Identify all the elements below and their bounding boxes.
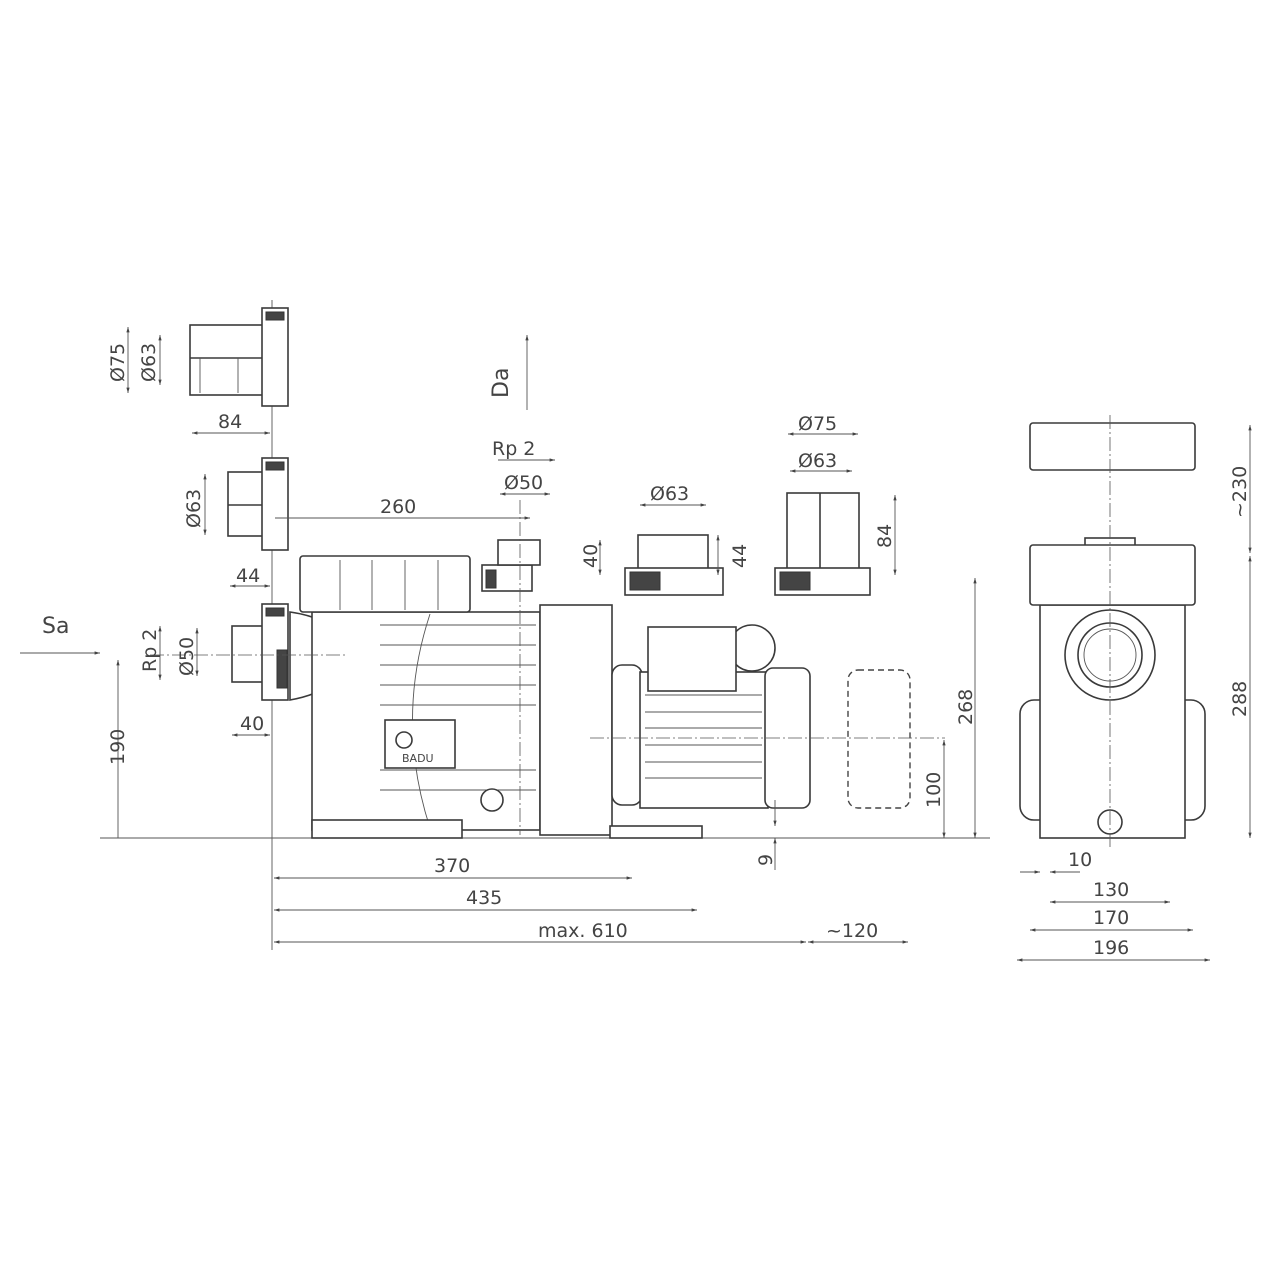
label-width-196: 196: [1093, 937, 1129, 959]
front-lid: [1029, 544, 1196, 606]
dimension-lines: [20, 327, 1252, 962]
label-overall-height: 268: [955, 689, 977, 725]
label-discharge-height: 40: [580, 544, 602, 568]
rear-foot: [609, 825, 703, 839]
label-discharge-union-75-outer: Ø75: [798, 413, 837, 435]
label-suction-thread-diameter: Ø50: [176, 637, 198, 676]
label-foot-height: 9: [755, 854, 777, 866]
fan-cover-removed: [847, 669, 911, 809]
label-fan-removal: ~120: [826, 920, 878, 942]
label-discharge-flow: Da: [489, 368, 514, 398]
label-suction-thread-length: 40: [240, 713, 264, 735]
intermediate-flange: [539, 604, 613, 836]
label-discharge-diameter: Ø50: [504, 472, 543, 494]
motor-body: [639, 671, 769, 809]
label-width-10: 10: [1068, 849, 1092, 871]
label-discharge-union-75-inner: Ø63: [798, 450, 837, 472]
pump-front-view: [1019, 415, 1206, 850]
label-discharge-union-75-height: 84: [874, 524, 896, 548]
label-suction-thread: Rp 2: [139, 629, 161, 672]
label-discharge-union-63-height: 44: [729, 544, 751, 568]
suction-union-75: [189, 307, 289, 407]
label-width-170: 170: [1093, 907, 1129, 929]
discharge-union-75: [774, 492, 871, 596]
label-length-435: 435: [466, 887, 502, 909]
label-suction-flow: Sa: [42, 614, 69, 639]
label-suction-union-75-outer: Ø75: [107, 343, 129, 382]
label-suction-union-75-inner: Ø63: [138, 343, 160, 382]
logo-icon: [395, 731, 413, 749]
discharge-pipe: [497, 539, 541, 566]
label-suction-height: 190: [107, 729, 129, 765]
brand-logo-plate: [384, 719, 456, 769]
label-suction-union-63-diameter: Ø63: [183, 489, 205, 528]
label-suction-union-63-length: 44: [236, 565, 260, 587]
label-distance-to-discharge: 260: [380, 496, 416, 518]
label-discharge-union-63-diameter: Ø63: [650, 483, 689, 505]
label-width-130: 130: [1093, 879, 1129, 901]
pump-side-view: BADU: [150, 500, 945, 839]
motor-bell: [611, 664, 643, 806]
label-shaft-height: 100: [923, 772, 945, 808]
label-discharge-thread: Rp 2: [492, 438, 535, 460]
label-length-max-610: max. 610: [538, 920, 628, 942]
lid-removed: [1029, 422, 1196, 471]
label-suction-union-75-length: 84: [218, 411, 242, 433]
label-length-370: 370: [434, 855, 470, 877]
strainer-lid: [299, 555, 471, 613]
brand-logo: BADU: [402, 752, 434, 765]
front-foot: [311, 819, 463, 839]
suction-thread-port: [231, 603, 289, 701]
label-front-height: 288: [1229, 681, 1251, 717]
discharge-union-63: [624, 534, 724, 596]
label-lid-removal: ~230: [1229, 466, 1251, 518]
suction-union-63: [227, 457, 289, 551]
terminal-box: [647, 626, 737, 692]
drain-plug: [480, 788, 504, 812]
